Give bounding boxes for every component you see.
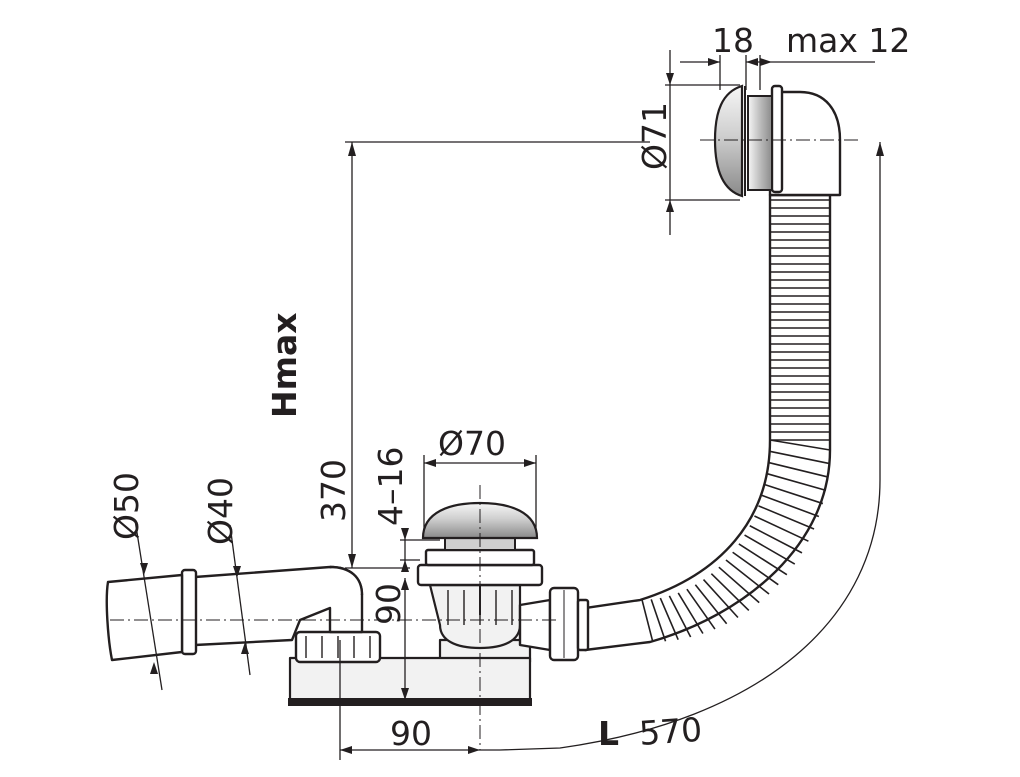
dimension-labels: 18 max 12 Ø71 Hmax 370 Ø70 4–16 Ø50 Ø40 … bbox=[107, 21, 910, 753]
hose-connector bbox=[518, 586, 590, 662]
overflow-body bbox=[747, 95, 773, 191]
rib-line bbox=[677, 592, 704, 634]
overflow-elbow bbox=[713, 84, 842, 198]
hose-ribs bbox=[641, 199, 831, 643]
trap-base-plate bbox=[288, 698, 532, 706]
rib-line bbox=[650, 599, 667, 642]
trap-housing bbox=[288, 630, 532, 706]
rib-line bbox=[766, 472, 827, 492]
overflow-cover bbox=[713, 84, 744, 198]
label-outlet-50: Ø50 bbox=[107, 472, 146, 540]
label-waste-diameter: Ø70 bbox=[438, 424, 506, 463]
flexible-hose bbox=[583, 193, 832, 652]
rib-line bbox=[686, 588, 716, 630]
label-height: Hmax bbox=[265, 312, 304, 418]
rib-line bbox=[641, 599, 654, 643]
label-length: L bbox=[598, 714, 619, 753]
overflow-flange bbox=[770, 84, 784, 194]
rib-line bbox=[659, 597, 679, 640]
label-trap-offset: 90 bbox=[390, 714, 432, 753]
label-plug-travel: 4–16 bbox=[371, 447, 410, 527]
rib-line bbox=[758, 505, 815, 530]
rib-line bbox=[769, 439, 831, 451]
dimension-lines bbox=[134, 50, 884, 760]
trap-nut-ribs bbox=[305, 636, 371, 658]
rib-line bbox=[702, 579, 739, 619]
rib-line bbox=[768, 461, 829, 478]
outlet-collar bbox=[180, 568, 198, 656]
label-top-max: max 12 bbox=[786, 21, 910, 60]
rib-line bbox=[744, 534, 796, 565]
axis-lines bbox=[110, 139, 860, 750]
rib-line bbox=[725, 559, 770, 595]
rib-line bbox=[738, 543, 788, 576]
label-overflow-diameter: Ø71 bbox=[635, 102, 674, 170]
label-outlet-40: Ø40 bbox=[201, 477, 240, 545]
outlet-spigot bbox=[105, 573, 184, 662]
label-height-value: 370 bbox=[314, 459, 353, 522]
trap-box bbox=[288, 656, 532, 702]
outlet-pipe bbox=[105, 565, 364, 662]
rib-line bbox=[749, 525, 803, 554]
label-length-value: 570 bbox=[638, 710, 704, 753]
rib-line bbox=[668, 595, 692, 638]
rib-line bbox=[718, 566, 760, 604]
rib-line bbox=[754, 515, 809, 542]
rib-line bbox=[732, 551, 779, 586]
label-top-width: 18 bbox=[712, 21, 754, 60]
rib-line bbox=[694, 584, 728, 625]
rib-line bbox=[761, 494, 820, 518]
rib-line bbox=[764, 483, 824, 505]
label-trap-height: 90 bbox=[369, 583, 408, 625]
rib-line bbox=[769, 450, 830, 465]
rib-line bbox=[710, 573, 750, 612]
